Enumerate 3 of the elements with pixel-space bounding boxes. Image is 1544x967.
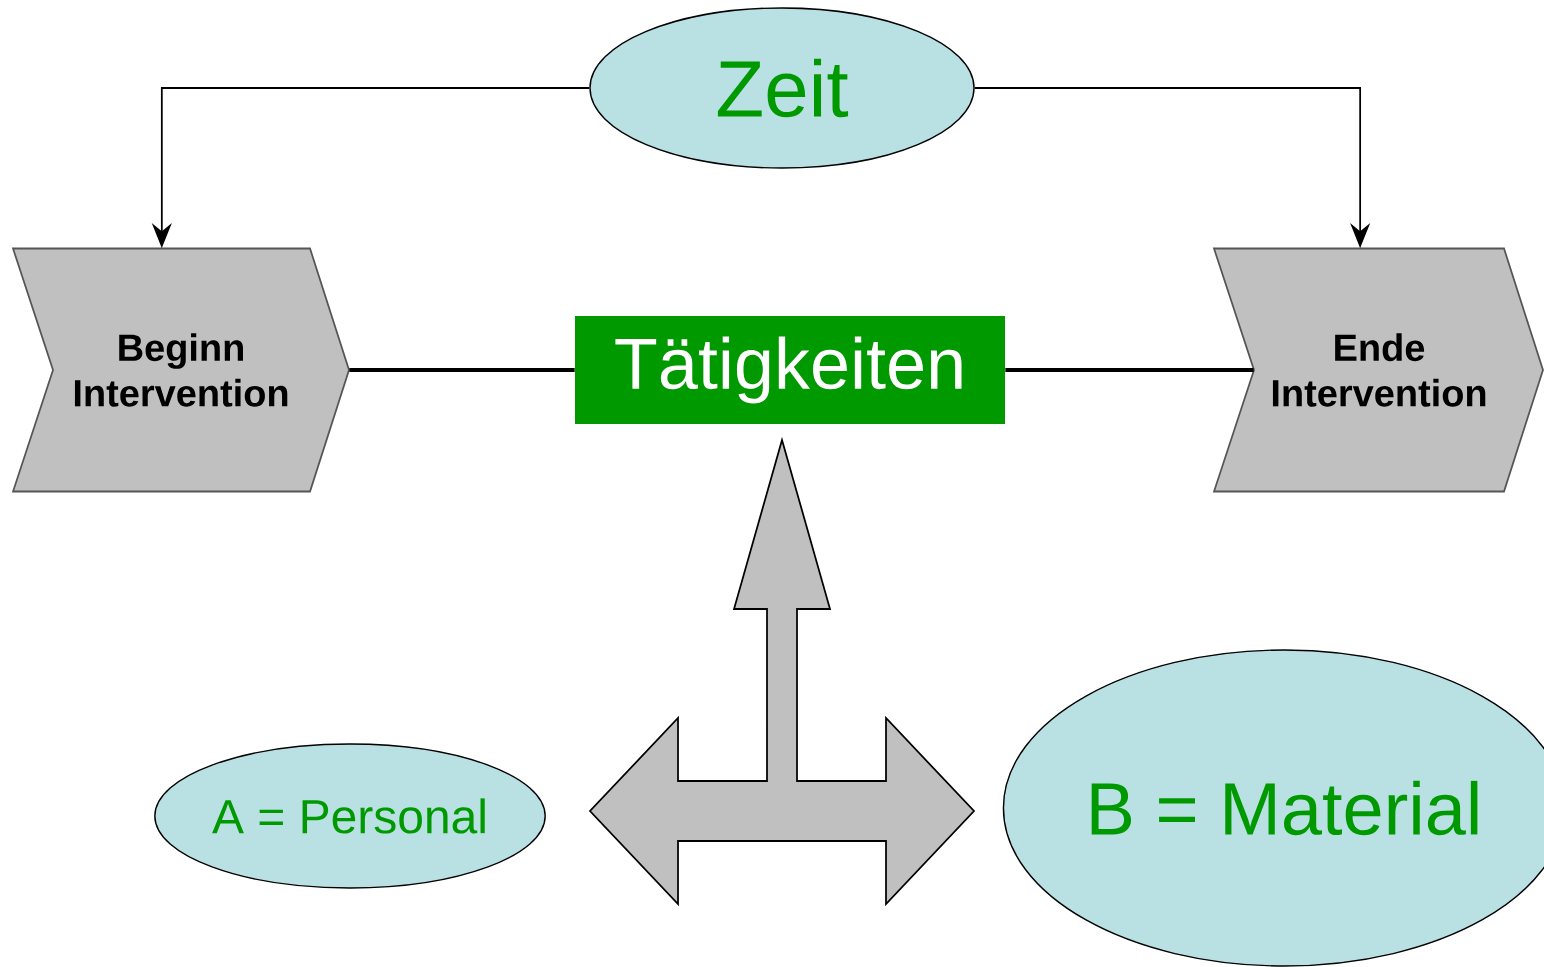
activity-box: Tätigkeiten bbox=[575, 316, 1005, 424]
connector-line bbox=[349, 367, 575, 373]
connector-line bbox=[1005, 367, 1254, 373]
